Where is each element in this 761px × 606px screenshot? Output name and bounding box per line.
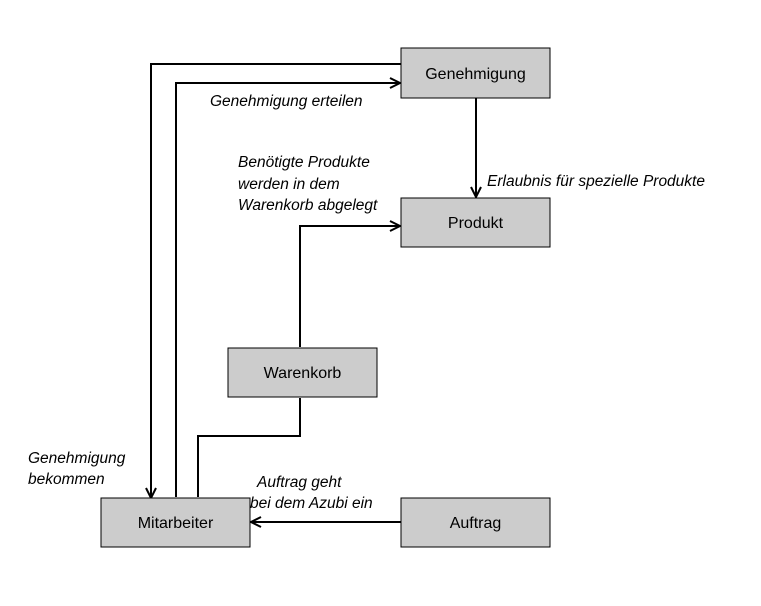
node-auftrag-label: Auftrag bbox=[450, 515, 502, 532]
node-mitarbeiter: Mitarbeiter bbox=[100, 497, 251, 548]
edge-mitarbeiter-to-genehmigung bbox=[175, 83, 399, 497]
node-genehmigung-label: Genehmigung bbox=[425, 66, 526, 83]
label-auftrag-line-2: bei dem Azubi ein bbox=[250, 495, 373, 512]
label-genehmigung-erteilen: Genehmigung erteilen bbox=[210, 93, 363, 110]
edge-warenkorb-to-produkt bbox=[299, 226, 399, 347]
node-mitarbeiter-label: Mitarbeiter bbox=[138, 515, 214, 532]
label-benoetigte-line-1: Benötigte Produkte bbox=[238, 154, 370, 171]
node-genehmigung: Genehmigung bbox=[400, 47, 551, 99]
label-bekommen-line-2: bekommen bbox=[28, 471, 105, 488]
node-auftrag: Auftrag bbox=[400, 497, 551, 548]
label-benoetigte-line-3: Warenkorb abgelegt bbox=[238, 197, 378, 214]
label-auftrag-line-1: Auftrag geht bbox=[256, 474, 342, 491]
label-erlaubnis: Erlaubnis für spezielle Produkte bbox=[487, 173, 705, 190]
label-bekommen-line-1: Genehmigung bbox=[28, 450, 126, 467]
edge-warenkorb-to-mitarbeiter bbox=[197, 398, 301, 497]
node-warenkorb-label: Warenkorb bbox=[264, 365, 342, 382]
node-warenkorb: Warenkorb bbox=[227, 347, 378, 398]
label-benoetigte-line-2: werden in dem bbox=[238, 176, 340, 193]
edge-genehmigung-to-mitarbeiter bbox=[151, 63, 401, 497]
node-produkt: Produkt bbox=[400, 197, 551, 248]
node-produkt-label: Produkt bbox=[448, 215, 504, 232]
